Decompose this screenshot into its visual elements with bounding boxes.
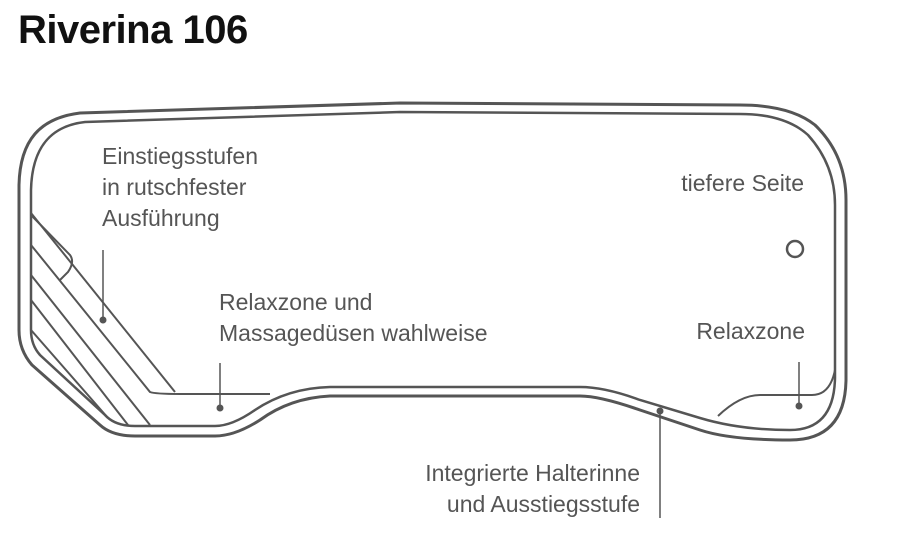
label-relaxzone: Relaxzone [696,318,805,344]
label-line: Einstiegsstufen [102,143,258,169]
drain-icon [785,239,805,259]
label-deeper-side: tiefere Seite [681,170,804,196]
label-line: und Ausstiegsstufe [446,491,640,517]
leader-dots [99,316,803,415]
pool-outer-edge [17,101,848,442]
pool-inner-edge [29,110,837,432]
label-rail: Integrierte Halterinne und Ausstiegsstuf… [425,458,640,520]
label-entry-steps: Einstiegsstufen in rutschfester Ausführu… [102,141,258,234]
label-relax-massage: Relaxzone und Massagedüsen wahlweise [219,287,488,349]
page-title: Riverina 106 [18,8,248,52]
label-line: in rutschfester [102,174,247,200]
label-line: Integrierte Halterinne [425,460,640,486]
label-line: Relaxzone und [219,289,373,315]
relaxzone-step [717,369,836,417]
label-line: Massagedüsen wahlweise [219,320,488,346]
label-line: Ausführung [102,205,220,231]
leader-lines [102,250,800,518]
